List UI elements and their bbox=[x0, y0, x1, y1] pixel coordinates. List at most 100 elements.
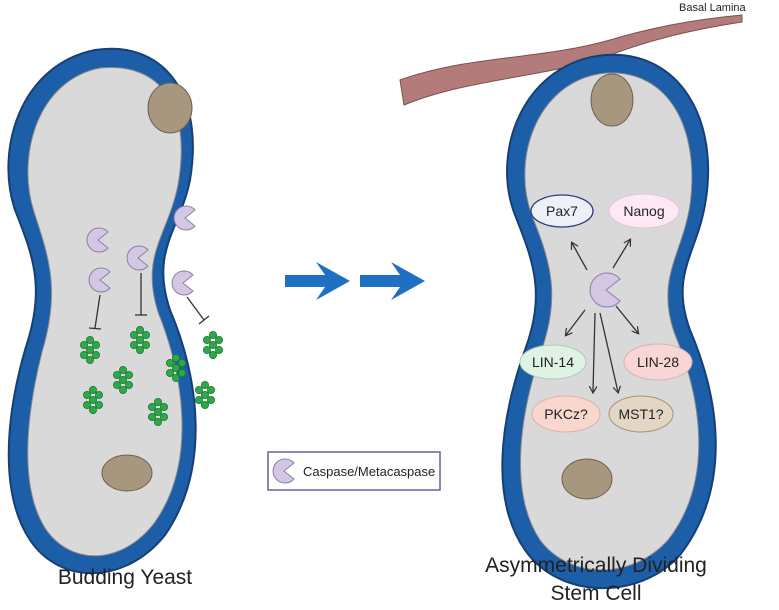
green-particle bbox=[80, 350, 89, 359]
green-particle bbox=[89, 385, 98, 394]
green-particle-cluster bbox=[165, 353, 186, 382]
green-particle bbox=[125, 380, 134, 389]
green-particle bbox=[159, 402, 168, 411]
green-particle bbox=[119, 385, 128, 394]
green-particle bbox=[141, 330, 150, 339]
right-caption-line2: Stem Cell bbox=[550, 582, 641, 605]
green-particle-cluster bbox=[202, 330, 223, 359]
green-particle bbox=[135, 345, 144, 354]
green-particle bbox=[129, 330, 138, 339]
yeast-nucleus-top bbox=[147, 82, 193, 134]
node-pkcz: PKCz? bbox=[531, 395, 601, 433]
green-particle bbox=[159, 412, 168, 421]
caspase-icon bbox=[589, 272, 621, 308]
node-lin14: LIN-14 bbox=[519, 344, 587, 380]
green-particle bbox=[113, 370, 122, 379]
green-particle bbox=[113, 380, 122, 389]
node-mst1: MST1? bbox=[608, 395, 674, 433]
green-particle bbox=[206, 385, 215, 394]
caspase-icon bbox=[171, 270, 194, 296]
green-particle bbox=[202, 345, 211, 354]
node-lin14-label: LIN-14 bbox=[532, 354, 574, 370]
green-particle bbox=[171, 363, 180, 372]
node-pax7-label: Pax7 bbox=[546, 203, 578, 219]
green-particle bbox=[80, 340, 89, 349]
green-particle bbox=[171, 373, 180, 382]
green-particle bbox=[125, 370, 134, 379]
caspase-icon bbox=[126, 245, 149, 271]
green-particle bbox=[214, 335, 223, 344]
yeast-cell bbox=[7, 47, 223, 575]
green-particle bbox=[92, 350, 101, 359]
legend-box bbox=[267, 451, 441, 491]
node-lin28: LIN-28 bbox=[623, 343, 693, 381]
yeast-nucleus-bottom bbox=[101, 454, 153, 492]
arrow-to-lin14 bbox=[566, 309, 586, 335]
green-particle bbox=[89, 405, 98, 414]
green-particle bbox=[153, 407, 162, 416]
stem-nucleus-top bbox=[590, 73, 634, 127]
caspase-icon bbox=[86, 227, 109, 253]
right-arrow-icon bbox=[360, 262, 425, 300]
basal-lamina bbox=[399, 14, 743, 106]
green-particle bbox=[153, 417, 162, 426]
legend: Caspase/Metacaspase bbox=[267, 451, 441, 491]
stem-nucleus-bottom bbox=[561, 458, 613, 500]
green-particle bbox=[208, 330, 217, 339]
transition-arrows bbox=[285, 262, 425, 300]
green-particle bbox=[86, 355, 95, 364]
green-particle bbox=[129, 340, 138, 349]
caspase-icon bbox=[88, 267, 111, 293]
caspase-icon bbox=[272, 458, 295, 484]
inhibition-line bbox=[186, 296, 205, 321]
green-particle bbox=[95, 400, 104, 409]
green-particle bbox=[177, 358, 186, 367]
node-mst1-label: MST1? bbox=[618, 406, 663, 422]
right-arrow-icon bbox=[285, 262, 350, 300]
green-particle bbox=[194, 385, 203, 394]
green-particle bbox=[153, 397, 162, 406]
basal-lamina-label: Basal Lamina bbox=[679, 2, 747, 14]
green-particle bbox=[202, 335, 211, 344]
green-particle bbox=[135, 325, 144, 334]
particle-clusters bbox=[80, 325, 223, 426]
arrow-to-pax7 bbox=[572, 243, 588, 271]
left-caption: Budding Yeast bbox=[58, 566, 192, 589]
green-particle bbox=[119, 365, 128, 374]
node-nanog-label: Nanog bbox=[623, 203, 664, 219]
green-particle bbox=[165, 368, 174, 377]
green-particle bbox=[208, 350, 217, 359]
green-particle bbox=[206, 395, 215, 404]
green-particle-cluster bbox=[147, 397, 168, 426]
green-particle bbox=[214, 345, 223, 354]
green-particle bbox=[177, 368, 186, 377]
node-pax7: Pax7 bbox=[530, 194, 594, 228]
green-particle bbox=[89, 395, 98, 404]
green-particle bbox=[95, 390, 104, 399]
legend-label: Caspase/Metacaspase bbox=[303, 464, 435, 479]
stem-cell: Basal Lamina Pax7 Nanog LIN-14 bbox=[399, 2, 747, 590]
arrow-to-mst1 bbox=[599, 312, 618, 392]
green-particle bbox=[86, 335, 95, 344]
green-particle bbox=[83, 400, 92, 409]
green-particle-cluster bbox=[80, 335, 101, 364]
caspase-icon bbox=[173, 205, 196, 231]
green-particle bbox=[86, 345, 95, 354]
green-particle bbox=[200, 390, 209, 399]
node-nanog: Nanog bbox=[608, 193, 680, 229]
right-caption-line1: Asymmetrically Dividing bbox=[485, 554, 707, 577]
inhibition-bar bbox=[88, 327, 102, 330]
arrow-to-pkcz bbox=[593, 312, 595, 392]
green-particle bbox=[119, 375, 128, 384]
green-particle-cluster bbox=[194, 380, 215, 409]
green-particle-cluster bbox=[113, 365, 134, 394]
yeast-cell-cytoplasm bbox=[27, 66, 183, 557]
green-particle bbox=[147, 402, 156, 411]
green-particle-cluster bbox=[83, 385, 104, 414]
green-particle bbox=[200, 400, 209, 409]
green-particle-cluster bbox=[129, 325, 150, 354]
green-particle bbox=[92, 340, 101, 349]
green-particle bbox=[194, 395, 203, 404]
